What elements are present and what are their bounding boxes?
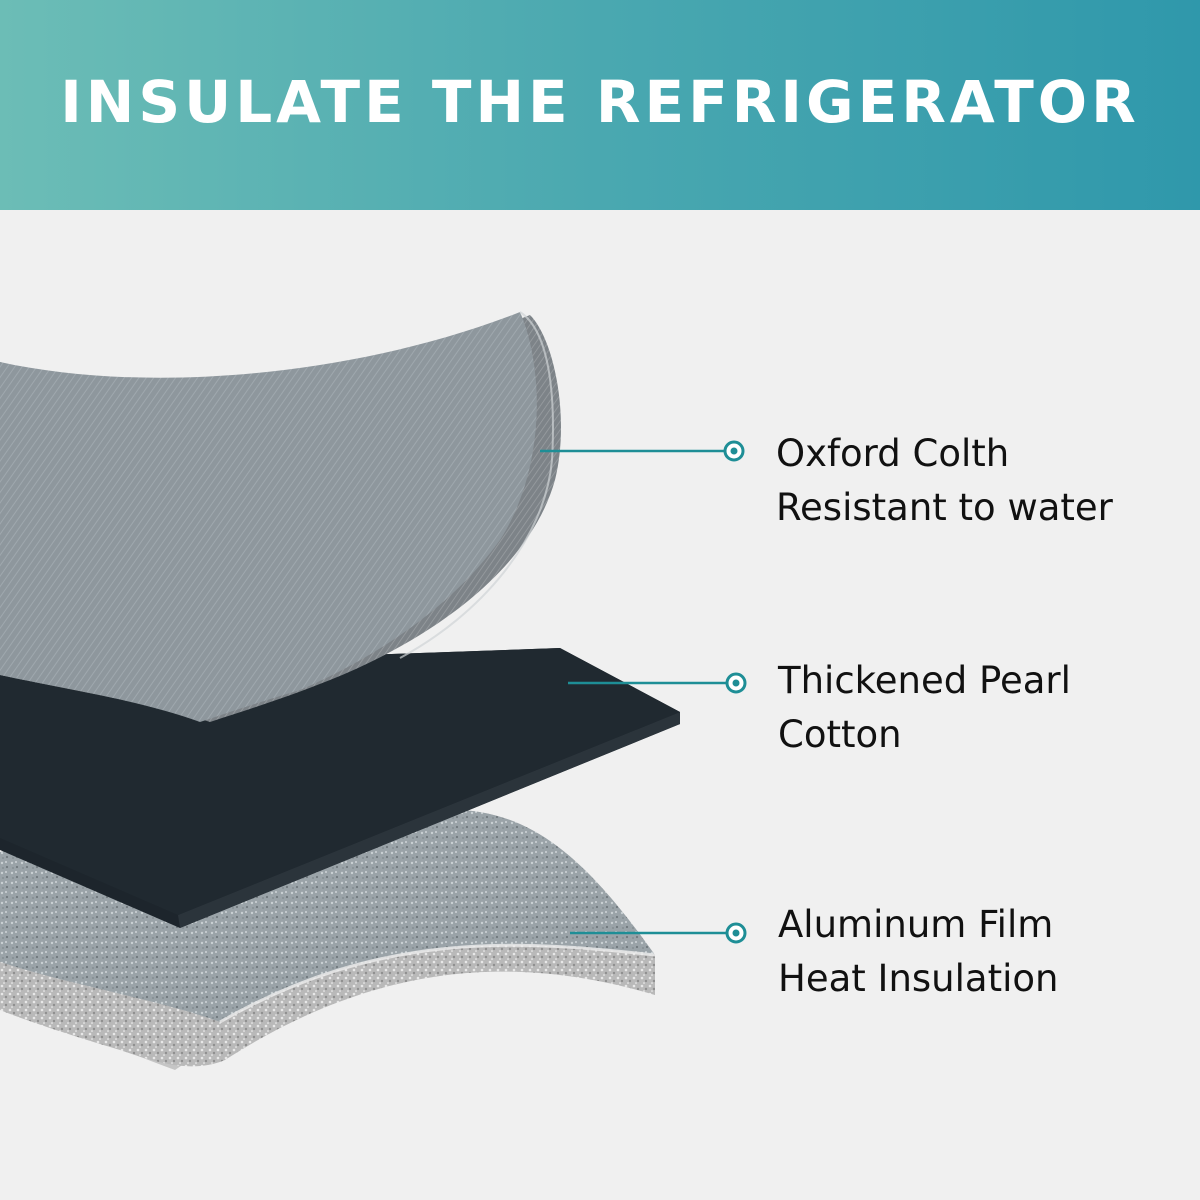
page-title: INSULATE THE REFRIGERATOR xyxy=(60,68,1140,136)
oxford-cloth-label-line1: Oxford Colth xyxy=(776,432,1010,475)
aluminum-film-label: Aluminum Film Heat Insulation xyxy=(778,898,1058,1006)
oxford-cloth-label-line2: Resistant to water xyxy=(776,486,1113,529)
aluminum-film-label-line2: Heat Insulation xyxy=(778,957,1059,1000)
oxford-cloth-layer xyxy=(0,311,561,722)
header-banner: INSULATE THE REFRIGERATOR xyxy=(0,0,1200,210)
oxford-cloth-label: Oxford Colth Resistant to water xyxy=(776,427,1113,535)
callout-oxford xyxy=(540,440,745,462)
pearl-cotton-label: Thickened Pearl Cotton xyxy=(778,654,1071,762)
pearl-cotton-label-line2: Cotton xyxy=(778,713,902,756)
layer-illustration xyxy=(0,311,747,1070)
pearl-cotton-layer xyxy=(0,648,680,928)
aluminum-film-label-line1: Aluminum Film xyxy=(778,903,1054,946)
callout-aluminum xyxy=(570,922,747,944)
pearl-cotton-label-line1: Thickened Pearl xyxy=(778,659,1071,702)
callout-pearl-cotton xyxy=(568,672,747,694)
